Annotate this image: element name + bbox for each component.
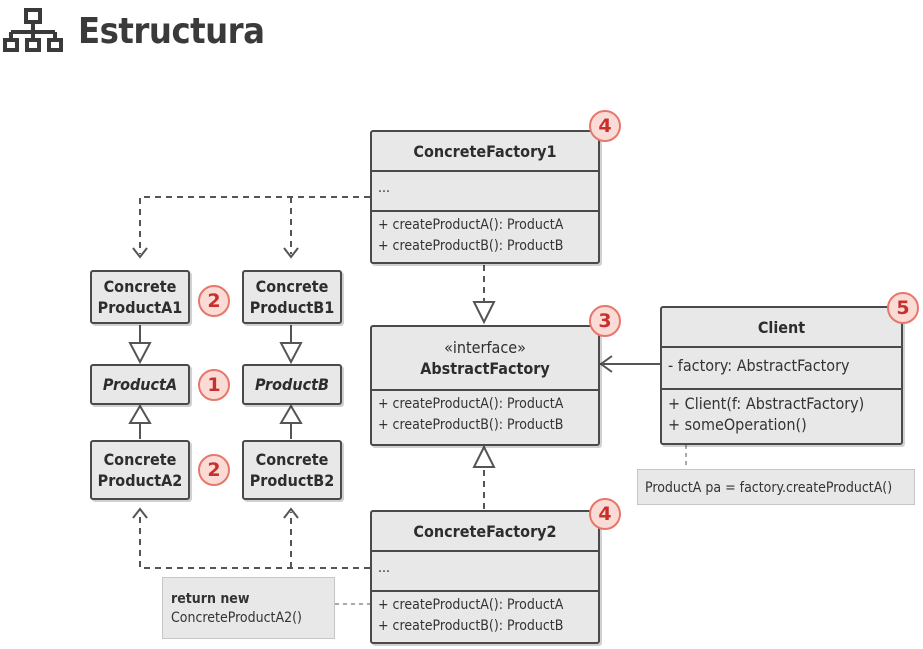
product-b-interface: ProductB <box>242 364 342 405</box>
product-label: ProductB <box>255 375 329 394</box>
product-label-line: ProductA1 <box>97 298 183 317</box>
method: + Client(f: AbstractFactory) <box>668 394 865 413</box>
page-title: Estructura <box>78 10 265 52</box>
class-name: Client <box>757 317 806 337</box>
triangle-b2 <box>279 404 303 424</box>
arrowhead-to-a2 <box>132 507 148 519</box>
step-badge: 1 <box>198 369 230 401</box>
abstract-factory-interface: «interface» AbstractFactory + createProd… <box>370 325 600 446</box>
product-label: ProductA <box>102 375 178 394</box>
product-label-line: ProductB2 <box>249 471 335 490</box>
method: + createProductB(): ProductB <box>378 618 564 634</box>
structure-hierarchy-icon <box>3 8 63 52</box>
class-name: AbstractFactory <box>420 359 550 378</box>
client-class: Client - factory: AbstractFactory + Clie… <box>660 306 903 445</box>
triangle-a1 <box>128 342 152 365</box>
product-label-line: ProductB1 <box>249 298 335 317</box>
triangle-b1 <box>279 342 303 365</box>
class-methods: + Client(f: AbstractFactory) + someOpera… <box>662 388 901 438</box>
class-name: ConcreteFactory2 <box>413 521 557 541</box>
class-fields: ... <box>372 550 598 590</box>
page-header: Estructura <box>2 6 265 56</box>
factory2-code-note: return new ConcreteProductA2() <box>162 577 335 639</box>
method: + createProductA(): ProductA <box>378 597 564 613</box>
product-label-line: Concrete <box>103 450 177 469</box>
product-a-interface: ProductA <box>90 364 190 405</box>
triangle-a2 <box>128 404 152 424</box>
product-label-line: Concrete <box>103 277 177 296</box>
class-header: «interface» AbstractFactory <box>372 327 598 389</box>
step-badge: 3 <box>589 305 621 337</box>
note-text: ConcreteProductA2() <box>171 610 302 626</box>
method: + createProductA(): ProductA <box>378 396 564 412</box>
arrowhead-to-a1 <box>132 247 148 259</box>
step-badge: 5 <box>887 292 919 324</box>
method: + createProductA(): ProductA <box>378 217 564 233</box>
class-fields: ... <box>372 170 598 210</box>
product-label-line: Concrete <box>255 450 329 469</box>
product-label-line: ProductA2 <box>97 471 183 490</box>
class-methods: + createProductA(): ProductA + createPro… <box>372 590 598 640</box>
concrete-factory-1-class: ConcreteFactory1 ... + createProductA():… <box>370 130 600 264</box>
class-methods: + createProductA(): ProductA + createPro… <box>372 389 598 439</box>
triangle-cf2 <box>472 444 496 468</box>
dependency-cf2-to-products <box>139 512 370 569</box>
class-fields: - factory: AbstractFactory <box>662 346 901 388</box>
class-name: ConcreteFactory1 <box>413 141 557 161</box>
method: + createProductB(): ProductB <box>378 238 564 254</box>
step-badge: 2 <box>198 454 230 486</box>
stereotype-label: «interface» <box>444 338 526 357</box>
note-text: ProductA pa = factory.createProductA() <box>645 480 893 496</box>
method: + createProductB(): ProductB <box>378 417 564 433</box>
concrete-factory-2-class: ConcreteFactory2 ... + createProductA():… <box>370 510 600 644</box>
arrowhead-to-b1 <box>283 247 299 259</box>
arrowhead-to-b2 <box>283 507 299 519</box>
client-code-note: ProductA pa = factory.createProductA() <box>637 469 915 505</box>
triangle-cf1 <box>472 301 496 325</box>
note-title: return new <box>171 591 250 607</box>
step-badge: 2 <box>198 285 230 317</box>
method: + someOperation() <box>668 415 807 434</box>
product-label-line: Concrete <box>255 277 329 296</box>
class-methods: + createProductA(): ProductA + createPro… <box>372 210 598 260</box>
dependency-cf1-to-products <box>139 196 370 254</box>
arrowhead-client <box>599 355 613 373</box>
step-badge: 4 <box>589 498 621 530</box>
step-badge: 4 <box>589 110 621 142</box>
